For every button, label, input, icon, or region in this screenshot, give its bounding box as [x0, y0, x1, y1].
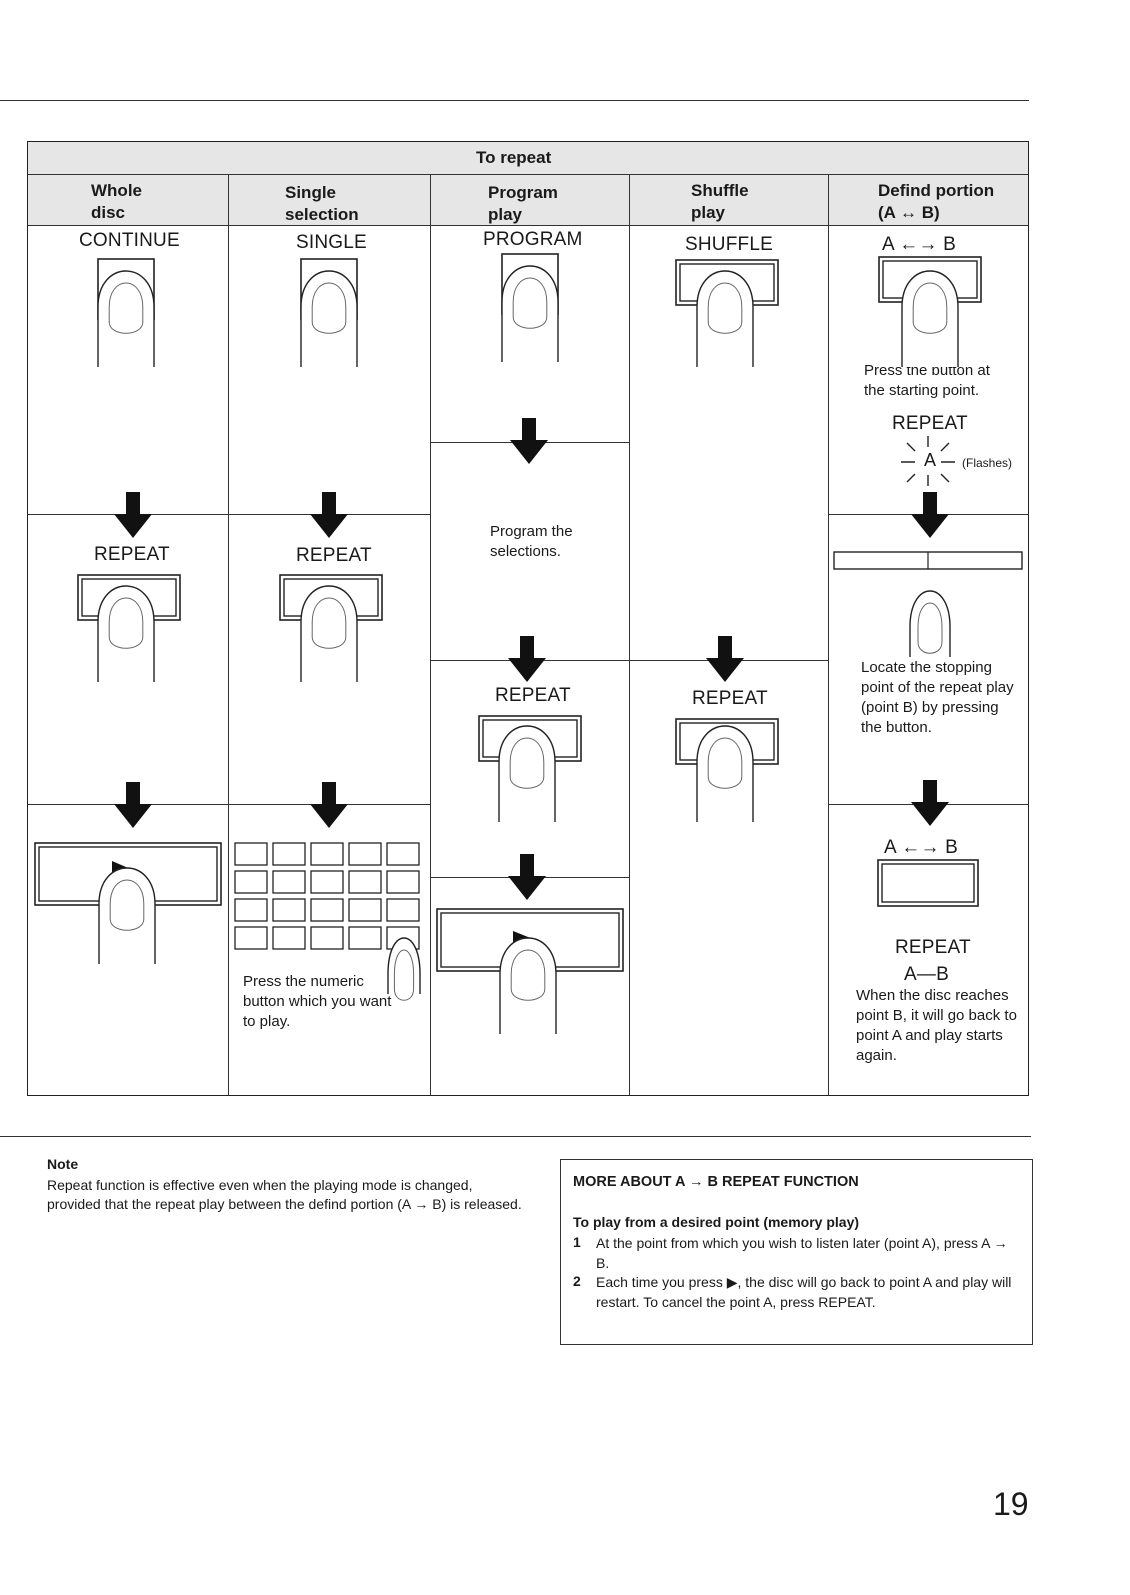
caption-locate-stop: Locate the stopping point of the repeat …	[861, 659, 1014, 736]
finger-single	[300, 270, 358, 367]
numeric-key-1	[234, 842, 268, 866]
numeric-key-15	[386, 898, 420, 922]
program-label: PROGRAM	[483, 229, 583, 250]
column-divider-3	[629, 175, 630, 1095]
col-header-whole-disc-line1: Whole	[91, 181, 142, 200]
col-header-shuffle-play-line2: play	[691, 203, 726, 222]
flashes-label: (Flashes)	[962, 456, 1013, 470]
single-label: SINGLE	[296, 232, 367, 253]
caption-press-numeric: Press the numeric button which you want …	[243, 973, 392, 1030]
bottom-rule	[0, 1136, 1031, 1137]
top-rule	[0, 100, 1029, 101]
numeric-key-3	[310, 842, 344, 866]
numeric-key-14	[348, 898, 382, 922]
continue-label: CONTINUE	[79, 230, 180, 251]
header-divider-1	[28, 174, 1028, 175]
finger-play-program	[499, 937, 557, 1034]
numeric-key-10	[386, 870, 420, 894]
col-header-program-play-line1: Program	[488, 183, 558, 202]
header-band-columns	[28, 175, 1028, 225]
numeric-key-2	[272, 842, 306, 866]
down-arrow-c3-3	[508, 854, 546, 900]
finger-program	[501, 265, 559, 362]
numeric-key-16	[234, 926, 268, 950]
numeric-key-6	[234, 870, 268, 894]
more-about-title: MORE ABOUT A → B REPEAT FUNCTION	[573, 1174, 859, 1190]
down-arrow-c3-2	[508, 636, 546, 682]
table-title: To repeat	[476, 148, 552, 167]
numeric-key-7	[272, 870, 306, 894]
down-arrow-c1-1	[114, 492, 152, 538]
col-header-single-selection-line2: selection	[285, 205, 359, 224]
repeat-modes-table: To repeat Whole disc Single selection Pr…	[27, 141, 1029, 1096]
step-2-number: 2	[573, 1273, 581, 1289]
down-arrow-c2-2	[310, 782, 348, 828]
finger-ab	[901, 270, 959, 367]
finger-repeat-shuffle	[696, 725, 754, 822]
finger-repeat-single	[300, 585, 358, 682]
repeat-label-ab-flash: REPEAT	[892, 413, 968, 434]
illustration-layer	[34, 253, 1023, 1034]
numeric-key-17	[272, 926, 306, 950]
repeat-label-single: REPEAT	[296, 545, 372, 566]
col-header-defind-portion-line1: Defind portion	[878, 181, 995, 200]
numeric-key-19	[348, 926, 382, 950]
note-title: Note	[47, 1156, 79, 1172]
down-arrow-c1-2	[114, 782, 152, 828]
more-about-box: MORE ABOUT A → B REPEAT FUNCTION To play…	[560, 1159, 1033, 1345]
finger-seek	[909, 590, 951, 657]
repeat-label-whole-disc: REPEAT	[94, 544, 170, 565]
ab-label-top: A ←→ B	[882, 234, 957, 255]
memory-play-subtitle: To play from a desired point (memory pla…	[573, 1214, 860, 1230]
numeric-key-13	[310, 898, 344, 922]
step-2-text: Each time you press ▶, the disc will go …	[596, 1274, 1012, 1310]
finger-play-whole-disc	[98, 867, 156, 964]
caption-program-selections: Program the selections.	[490, 523, 573, 560]
finger-numeric	[387, 937, 421, 1001]
col-header-single-selection-line1: Single	[285, 183, 337, 202]
down-arrow-c5-1	[911, 492, 949, 538]
col-header-shuffle-play-line1: Shuffle	[691, 181, 749, 200]
numeric-key-8	[310, 870, 344, 894]
caption-when-disc: When the disc reaches point B, it will g…	[856, 987, 1017, 1064]
repeat-label-program: REPEAT	[495, 685, 571, 706]
numeric-key-11	[234, 898, 268, 922]
numeric-key-18	[310, 926, 344, 950]
down-arrow-c2-1	[310, 492, 348, 538]
numeric-key-5	[386, 842, 420, 866]
ab-display-box	[877, 859, 979, 907]
numeric-key-4	[348, 842, 382, 866]
repeat-label-ab-final: REPEAT	[895, 937, 971, 958]
finger-continue	[97, 270, 155, 367]
ab-display-text: A—B	[904, 964, 949, 985]
shuffle-label: SHUFFLE	[685, 234, 773, 255]
numeric-key-12	[272, 898, 306, 922]
header-band-title	[28, 142, 1028, 174]
step-1-text: At the point from which you wish to list…	[596, 1235, 1008, 1271]
page-number: 19	[993, 1486, 1029, 1522]
header-divider-2	[28, 225, 1028, 226]
step-1-number: 1	[573, 1234, 581, 1250]
down-arrow-c5-2	[911, 780, 949, 826]
repeat-label-shuffle: REPEAT	[692, 688, 768, 709]
finger-repeat-program	[498, 725, 556, 822]
down-arrow-c4-1	[706, 636, 744, 682]
column-divider-1	[228, 175, 229, 1095]
col-header-whole-disc-line2: disc	[91, 203, 126, 222]
ab-label-bottom: A ←→ B	[884, 837, 959, 858]
col-header-defind-portion-line2: (A ↔ B)	[878, 203, 940, 222]
finger-shuffle	[696, 270, 754, 367]
ab-display-box-inner	[881, 863, 975, 903]
column-divider-4	[828, 175, 829, 1095]
flash-rays-icon	[901, 436, 955, 486]
down-arrow-c3-1	[510, 418, 548, 464]
flash-a-letter: A	[924, 450, 937, 470]
note-text: Repeat function is effective even when t…	[47, 1177, 522, 1212]
numeric-key-9	[348, 870, 382, 894]
col-header-program-play-line2: play	[488, 205, 523, 224]
finger-repeat-whole-disc	[97, 585, 155, 682]
column-divider-2	[430, 175, 431, 1095]
